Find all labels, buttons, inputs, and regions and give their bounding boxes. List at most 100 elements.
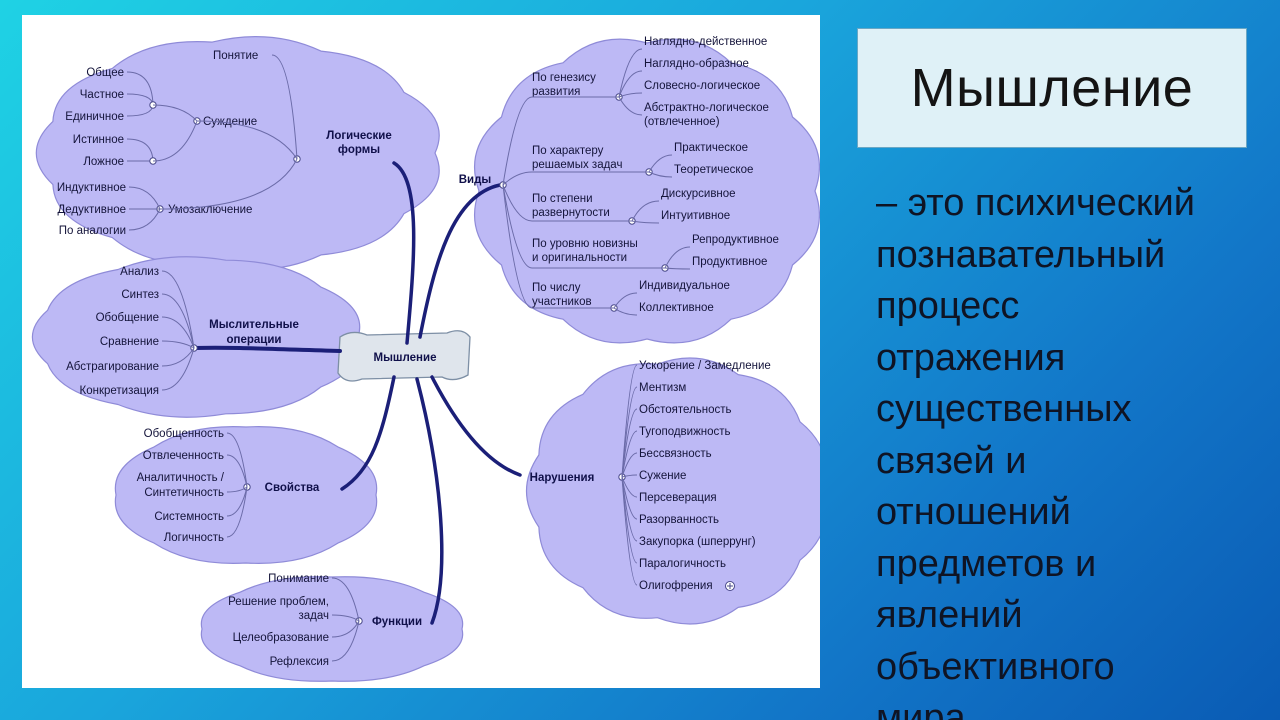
- concept-label: Понятие: [213, 50, 258, 62]
- function-item: Понимание: [268, 573, 329, 585]
- branch-disorders: [430, 375, 522, 477]
- types-item-line: [618, 92, 643, 98]
- types-item: Словесно-логическое: [644, 80, 760, 92]
- branch-logical-forms: [392, 161, 416, 345]
- property-item-line: [226, 486, 248, 538]
- inference-item: Индуктивное: [57, 182, 126, 194]
- types-label: Виды: [459, 174, 492, 186]
- types-item: Наглядно-образное: [644, 58, 749, 70]
- inference-line: [159, 158, 298, 210]
- types-item-line: [618, 48, 643, 98]
- disorder-item: Паралогичность: [639, 558, 726, 570]
- operations-label: операции: [227, 334, 282, 346]
- logical-forms-label: формы: [338, 144, 380, 156]
- function-item-line: [331, 614, 360, 622]
- judgement-item: Ложное: [83, 156, 124, 168]
- branch-properties: [340, 375, 396, 491]
- types-item: Продуктивное: [692, 256, 767, 268]
- branch-types: [418, 183, 502, 339]
- types-item-line: [631, 220, 660, 224]
- disorder-item: Ментизм: [639, 382, 686, 394]
- judgement-item: Частное: [80, 89, 124, 101]
- operation-item: Абстрагирование: [66, 361, 159, 373]
- judgement-line: [196, 120, 298, 160]
- types-item: Дискурсивное: [661, 188, 736, 200]
- types-item: Индивидуальное: [639, 280, 730, 292]
- types-group-line: [502, 184, 632, 222]
- property-item: Обобщенность: [144, 428, 224, 440]
- disorder-item-line: [621, 474, 638, 478]
- types-group-label: По уровню новизны: [532, 238, 638, 250]
- page-title: Мышление: [910, 58, 1194, 118]
- types-item: Теоретическое: [674, 164, 753, 176]
- types-item-line: [631, 200, 660, 222]
- types-group-label: развернутости: [532, 207, 610, 219]
- property-item-line: [226, 486, 248, 517]
- types-item-line: [618, 96, 643, 116]
- property-item-line: [226, 486, 248, 493]
- definition-text: – это психический познавательный процесс…: [876, 182, 1195, 720]
- operation-item: Анализ: [120, 266, 159, 278]
- disorder-item: Тугоподвижность: [639, 426, 731, 438]
- branch-functions: [415, 377, 444, 625]
- inference-item: Дедуктивное: [58, 204, 127, 216]
- types-item-line: [664, 267, 691, 270]
- functions-label: Функции: [372, 616, 422, 628]
- center-node-shape: [337, 330, 471, 382]
- function-item: Решение проблем,: [228, 596, 329, 608]
- properties-label: Свойства: [265, 482, 320, 494]
- property-item: Отвлеченность: [143, 450, 224, 462]
- disorder-item: Олигофрения: [639, 580, 713, 592]
- operation-item: Конкретизация: [80, 385, 159, 397]
- cloud-disorders: [525, 357, 820, 625]
- types-item-line: [613, 307, 638, 316]
- inference-item: По аналогии: [59, 225, 126, 237]
- types-item: Коллективное: [639, 302, 714, 314]
- types-item: Репродуктивное: [692, 234, 779, 246]
- disorder-item: Персеверация: [639, 492, 717, 504]
- operation-item-line: [161, 340, 195, 349]
- concept-line: [271, 54, 298, 160]
- judgement-label: Суждение: [203, 116, 257, 128]
- operation-item-line: [161, 347, 195, 367]
- types-item: Практическое: [674, 142, 748, 154]
- function-item: Рефлексия: [270, 656, 329, 668]
- operations-label: Мыслительные: [209, 319, 299, 331]
- cloud-operations: [31, 256, 361, 418]
- types-group-label: развития: [532, 86, 580, 98]
- disorder-item: Разорванность: [639, 514, 719, 526]
- types-group-label: По степени: [532, 193, 593, 205]
- disorder-item: Закупорка (шперрунг): [639, 536, 756, 548]
- operation-item: Синтез: [121, 289, 159, 301]
- property-item: Синтетичность: [144, 487, 224, 499]
- disorder-item-line: [621, 476, 638, 586]
- judgement-item-line: [126, 71, 154, 106]
- types-group-line: [502, 184, 665, 269]
- logical-forms-label: Логические: [326, 130, 392, 142]
- types-group-label: и оригинальности: [532, 252, 627, 264]
- types-group-label: По числу: [532, 282, 581, 294]
- types-group-line: [502, 96, 619, 186]
- center-node-label: Мышление: [374, 352, 437, 364]
- branch-operations: [192, 345, 342, 353]
- types-item-line: [648, 154, 673, 173]
- operation-item-line: [161, 316, 195, 349]
- types-item-line: [664, 246, 691, 269]
- types-item-line: [618, 70, 643, 98]
- disorder-item-line: [621, 476, 638, 498]
- types-group-label: По генезису: [532, 72, 596, 84]
- cloud-functions: [200, 576, 464, 682]
- disorder-item-line: [621, 430, 638, 478]
- operation-item: Обобщение: [96, 312, 159, 324]
- mind-map: Мышление Логические формы ПонятиеСуждениеОб…: [31, 36, 820, 682]
- judgement-sub-line-1: [152, 104, 198, 122]
- types-item: Наглядно-действенное: [644, 36, 767, 48]
- property-item-line: [226, 454, 248, 488]
- judgement-item: Единичное: [65, 111, 124, 123]
- inference-item-line: [128, 186, 161, 210]
- function-item-line: [331, 577, 360, 622]
- function-item: Целеобразование: [233, 632, 329, 644]
- function-item-line: [331, 620, 360, 638]
- types-group-label: решаемых задач: [532, 159, 622, 171]
